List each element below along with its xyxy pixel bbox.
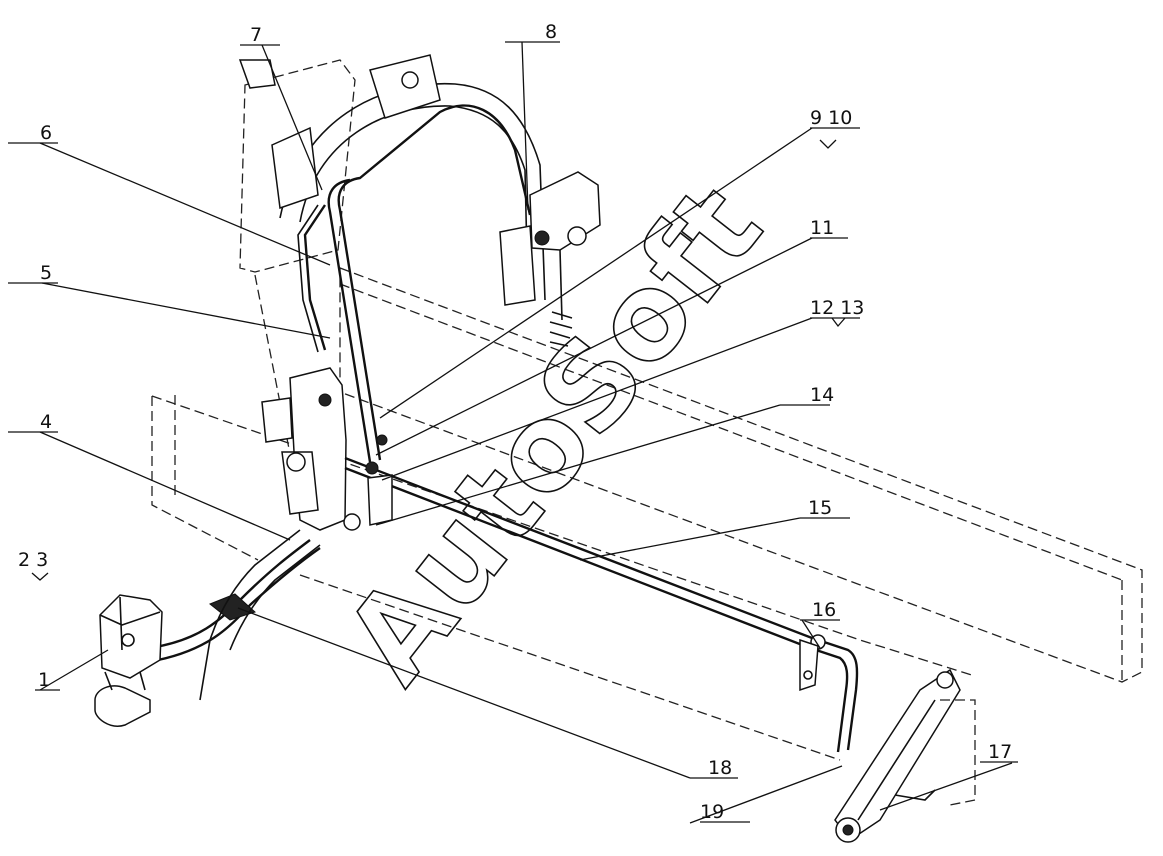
callout-labels: 1 2 3 4 5 6 7 8 9 10 11 12 13 14 15 16 1… [18, 21, 1012, 823]
callout-12-13: 12 13 [810, 297, 864, 319]
callout-15: 15 [808, 497, 832, 519]
callout-18: 18 [708, 757, 732, 779]
callout-8: 8 [545, 21, 557, 43]
right-cab-lock [499, 171, 601, 347]
upper-bracket [238, 54, 441, 210]
callout-19: 19 [700, 801, 724, 823]
callout-2-3: 2 3 [18, 549, 48, 571]
cross-member-upper-dashed [339, 267, 1143, 683]
callout-14: 14 [810, 384, 834, 406]
callout-1: 1 [38, 669, 50, 691]
callout-7: 7 [250, 24, 262, 46]
leader-lines [8, 41, 1018, 824]
callout-17: 17 [988, 741, 1012, 763]
callout-4: 4 [40, 411, 52, 433]
lower-hose [149, 529, 321, 701]
callout-5: 5 [40, 262, 52, 284]
hydraulic-tube-main [344, 456, 859, 753]
callout-11: 11 [810, 217, 834, 239]
callout-16: 16 [812, 599, 836, 621]
tilt-pump [94, 594, 163, 727]
tilt-cylinder [834, 668, 976, 843]
callout-6: 6 [40, 122, 52, 144]
callout-9-10: 9 10 [810, 107, 852, 129]
left-cab-lock [261, 367, 347, 531]
hydraulic-line-upper [297, 104, 532, 463]
